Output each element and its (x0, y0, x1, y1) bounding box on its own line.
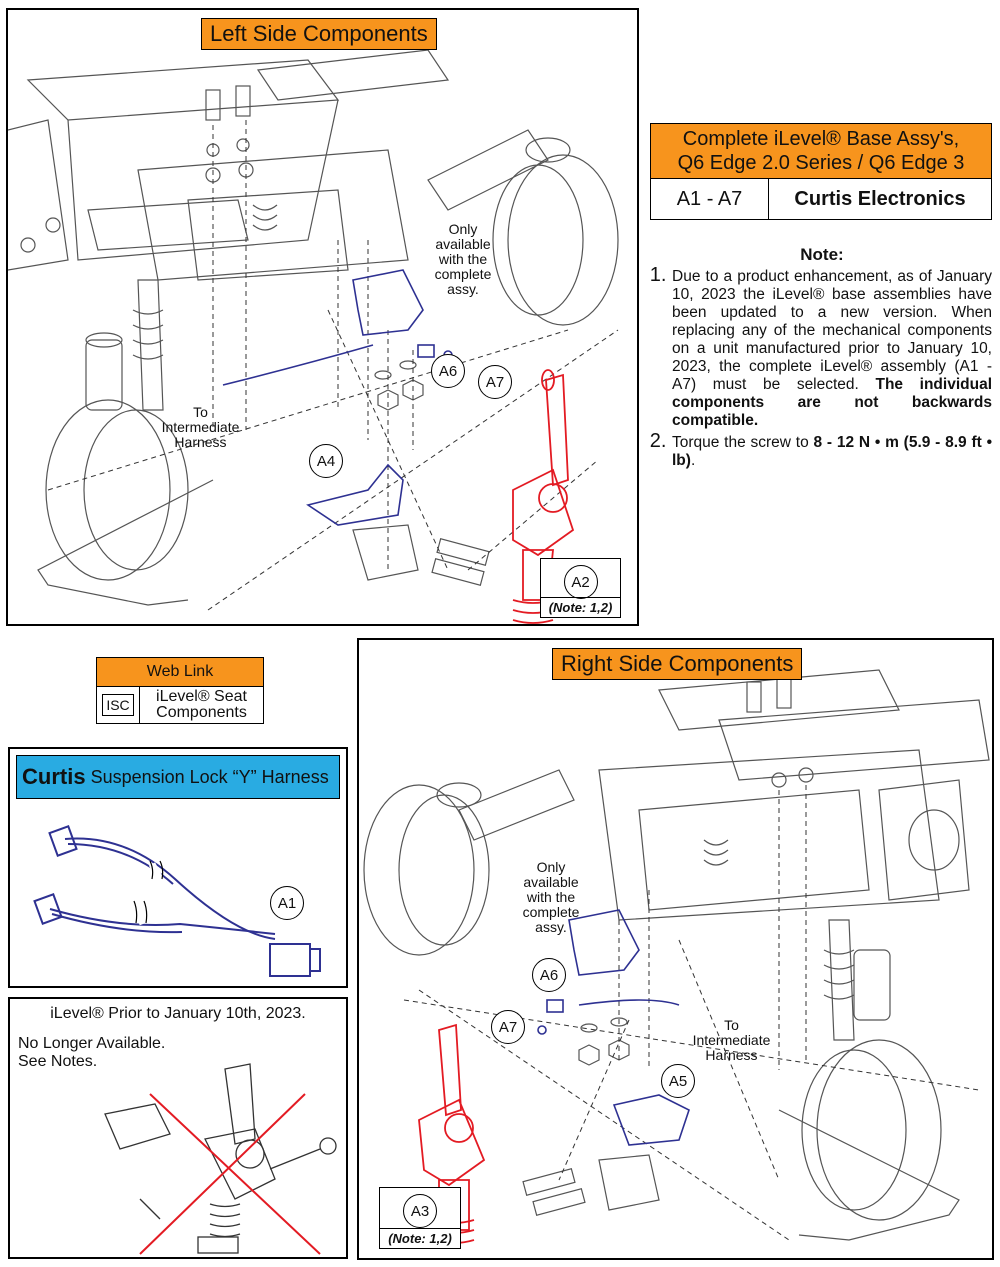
harness-brand: Curtis (22, 764, 86, 789)
a3-note-box: A3 (Note: 1,2) (379, 1187, 461, 1249)
right-side-panel: Right Side Components Only available wit… (357, 638, 994, 1260)
notes-section: Note: Due to a product enhancement, as o… (652, 246, 992, 472)
right-side-diagram (363, 669, 990, 1244)
web-link-code-text[interactable]: ISC (102, 694, 134, 716)
web-link-text[interactable]: iLevel® Seat Components (139, 686, 264, 724)
to-harness-label-right: To Intermediate Harness (684, 1018, 779, 1063)
web-link-code[interactable]: ISC (96, 686, 140, 724)
assy-description: Curtis Electronics (768, 178, 992, 220)
assy-title-line2: Q6 Edge 2.0 Series / Q6 Edge 3 (677, 152, 965, 174)
note-1-text: Due to a product enhancement, as of Janu… (672, 268, 992, 393)
to-label-right: To (724, 1017, 739, 1033)
callout-a7: A7 (478, 365, 512, 399)
prior-note-line2: See Notes. (18, 1053, 98, 1070)
to-label: To (193, 404, 208, 420)
note-1: Due to a product enhancement, as of Janu… (672, 266, 992, 430)
note-2-end: . (690, 452, 696, 469)
to-harness-label: To Intermediate Harness (158, 405, 243, 450)
base-assembly-table: Complete iLevel® Base Assy's, Q6 Edge 2.… (650, 123, 992, 220)
only-available-label: Only available with the complete assy. (434, 221, 492, 297)
prior-title: iLevel® Prior to January 10th, 2023. (50, 1005, 306, 1022)
left-side-title: Left Side Components (201, 18, 437, 50)
harness-label: Harness (174, 434, 227, 450)
base-assembly-header: Complete iLevel® Base Assy's, Q6 Edge 2.… (650, 123, 992, 179)
prior-note-line1: No Longer Available. (18, 1035, 166, 1052)
note-2-text: Torque the screw to (672, 434, 814, 451)
prior-note: No Longer Available. See Notes. (18, 1035, 165, 1071)
intermediate-label-right: Intermediate (692, 1032, 771, 1048)
harness-title: Suspension Lock “Y” Harness (90, 766, 329, 787)
prior-version-panel: iLevel® Prior to January 10th, 2023. No … (8, 997, 348, 1259)
web-link-line1[interactable]: iLevel® Seat (156, 688, 247, 705)
a2-note-box: A2 (Note: 1,2) (540, 558, 621, 618)
callout-a4: A4 (309, 444, 343, 478)
right-side-title: Right Side Components (552, 648, 803, 680)
note-2-torque: 8 - 12 N • m (5.9 - 8.9 ft • lb) (672, 434, 993, 469)
callout-a2: A2 (563, 565, 598, 599)
callout-a7-right: A7 (491, 1010, 525, 1044)
prior-version-diagram (104, 1063, 337, 1255)
harness-header: Curtis Suspension Lock “Y” Harness (16, 755, 340, 799)
harness-diagram (33, 825, 321, 977)
only-available-label-right: Only available with the complete assy. (522, 859, 580, 935)
notes-heading: Note: (800, 245, 844, 264)
harness-label-right: Harness (705, 1047, 758, 1063)
web-link-line2[interactable]: Components (156, 704, 247, 721)
callout-a6-right: A6 (532, 958, 566, 992)
harness-panel: Curtis Suspension Lock “Y” Harness A1 (8, 747, 348, 988)
left-side-diagram (8, 49, 619, 624)
a3-note: (Note: 1,2) (380, 1228, 460, 1246)
a2-note: (Note: 1,2) (541, 597, 620, 615)
intermediate-label: Intermediate (161, 419, 240, 435)
callout-a5: A5 (661, 1064, 695, 1098)
callout-a1: A1 (270, 886, 304, 920)
callout-a3: A3 (403, 1194, 437, 1228)
left-side-panel: Left Side Components Only available with… (6, 8, 639, 626)
assy-title-line1: Complete iLevel® Base Assy's, (682, 128, 960, 150)
assy-range: A1 - A7 (650, 178, 769, 220)
web-link-table: Web Link ISC iLevel® Seat Components (96, 657, 264, 724)
note-1-bold: The individual components are not backwa… (672, 376, 993, 429)
callout-a6: A6 (431, 354, 465, 388)
web-link-title: Web Link (96, 657, 264, 687)
note-2: Torque the screw to 8 - 12 N • m (5.9 - … (672, 432, 992, 470)
